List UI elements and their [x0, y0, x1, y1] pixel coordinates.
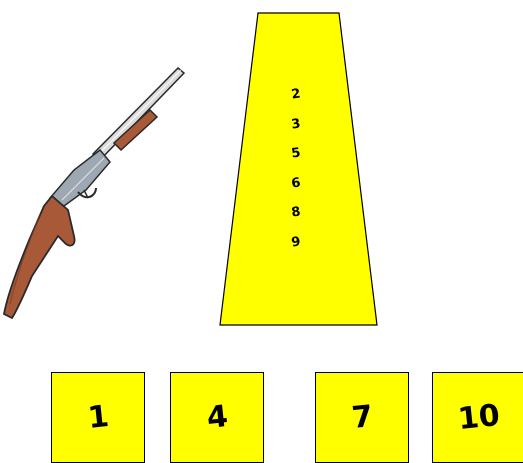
card-value: 4 [205, 399, 229, 436]
card-value: 1 [86, 399, 110, 436]
card-value: 7 [350, 399, 374, 436]
tower-number: 9 [274, 225, 318, 260]
tower-number-list: 2 3 5 6 8 9 [276, 80, 316, 258]
number-card-7[interactable]: 7 [315, 372, 409, 463]
shotgun-icon [0, 60, 200, 325]
number-card-1[interactable]: 1 [51, 372, 145, 463]
card-value: 10 [456, 398, 501, 437]
number-card-4[interactable]: 4 [170, 372, 264, 463]
number-card-10[interactable]: 10 [432, 372, 523, 463]
